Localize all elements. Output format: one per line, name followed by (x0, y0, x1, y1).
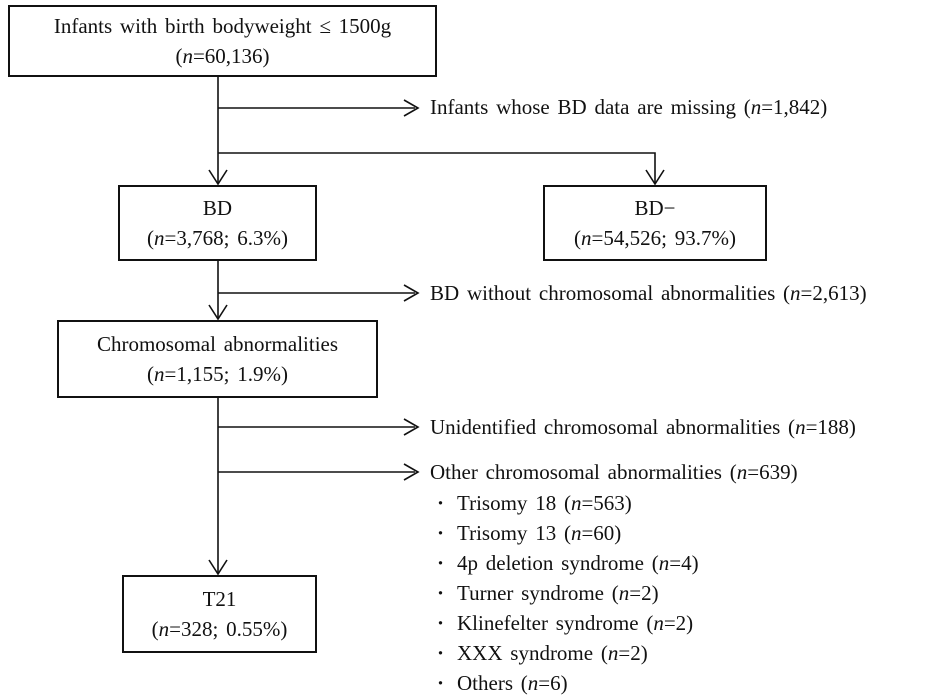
list-item-xxx: ·XXX syndrome (n=2) (437, 638, 699, 668)
box-bd-line1: BD (202, 196, 233, 220)
annotation-unidentified-chromosomal: Unidentified chromosomal abnormalities (… (430, 415, 856, 439)
list-item-trisomy-18: ·Trisomy 18 (n=563) (437, 488, 699, 518)
box-t21-count: (n=328; 0.55%) (151, 617, 288, 641)
annotation-missing-bd-data: Infants whose BD data are missing (n=1,8… (430, 95, 828, 119)
box-bd: BD (n=3,768; 6.3%) (118, 185, 317, 261)
bullet-dot-icon: · (437, 581, 445, 605)
arrowhead-into-chrom (208, 304, 228, 321)
box-chromosomal-abnormalities: Chromosomal abnormalities (n=1,155; 1.9%… (57, 320, 378, 398)
box-infants-total-count: (n=60,136) (175, 44, 270, 68)
box-bd-count: (n=3,768; 6.3%) (147, 226, 288, 250)
arrowhead-bd-without-chrom (403, 284, 420, 302)
bullet-dot-icon: · (437, 491, 445, 515)
box-bd-negative: BD− (n=54,526; 93.7%) (543, 185, 767, 261)
bullet-dot-icon: · (437, 521, 445, 545)
arrowhead-missing-bd (403, 99, 420, 117)
box-t21: T21 (n=328; 0.55%) (122, 575, 317, 653)
box-chromosomal-count: (n=1,155; 1.9%) (147, 362, 288, 386)
list-item-trisomy-13: ·Trisomy 13 (n=60) (437, 518, 699, 548)
bullet-dot-icon: · (437, 551, 445, 575)
annotation-other-chromosomal: Other chromosomal abnormalities (n=639) (430, 460, 798, 484)
arrowhead-unidentified (403, 418, 420, 436)
list-item-klinefelter: ·Klinefelter syndrome (n=2) (437, 608, 699, 638)
arrowhead-into-bd (208, 169, 228, 186)
list-item-others: ·Others (n=6) (437, 668, 699, 698)
arrowhead-other-chrom (403, 463, 420, 481)
box-infants-total: Infants with birth bodyweight ≤ 1500g (n… (8, 5, 437, 77)
list-item-4p-deletion: ·4p deletion syndrome (n=4) (437, 548, 699, 578)
arrowhead-into-t21 (208, 559, 228, 576)
arrowhead-into-bdneg (645, 169, 665, 186)
box-bd-negative-line1: BD− (634, 196, 676, 220)
elbow-to-bdneg (218, 152, 656, 184)
bullet-dot-icon: · (437, 611, 445, 635)
annotation-bd-without-chromosomal: BD without chromosomal abnormalities (n=… (430, 281, 867, 305)
box-bd-negative-count: (n=54,526; 93.7%) (574, 226, 736, 250)
bullet-dot-icon: · (437, 641, 445, 665)
bullet-dot-icon: · (437, 671, 445, 695)
box-t21-line1: T21 (202, 587, 237, 611)
other-abnormalities-list: ·Trisomy 18 (n=563) ·Trisomy 13 (n=60) ·… (437, 488, 699, 698)
list-item-turner: ·Turner syndrome (n=2) (437, 578, 699, 608)
box-chromosomal-line1: Chromosomal abnormalities (96, 332, 339, 356)
box-infants-total-line1: Infants with birth bodyweight ≤ 1500g (53, 14, 392, 38)
